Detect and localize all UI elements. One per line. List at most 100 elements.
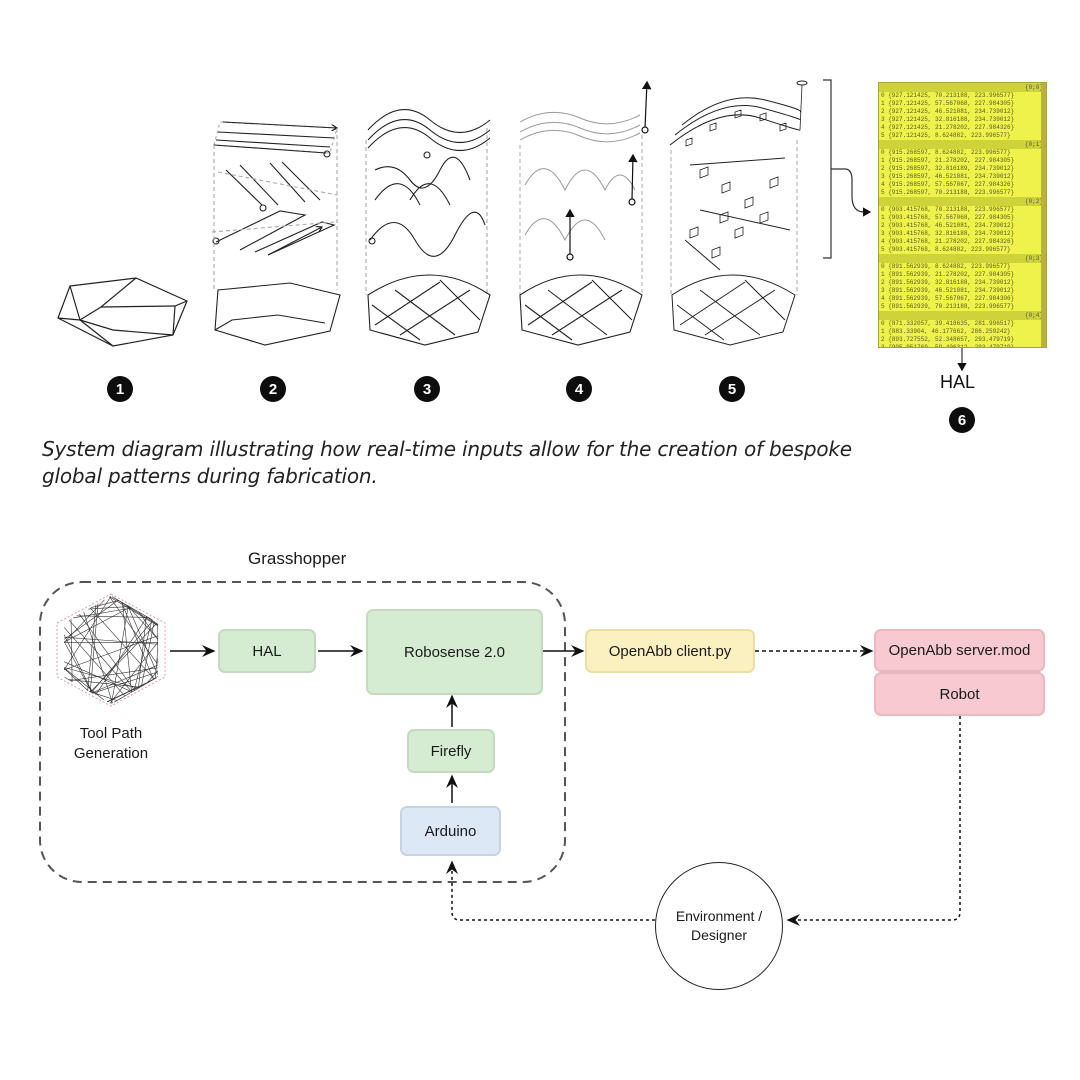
tool-path-line [147,677,157,684]
tool-path-line [63,641,93,694]
panel-row: 2 {915.268597, 32.816189, 234.739012} [881,165,1015,172]
arrow-robot-to-environment [786,716,961,926]
environment-label-line1: Environment / [675,908,763,924]
tool-path-line [106,679,153,702]
panel-row: 1 {891.562939, 21.278202, 227.984305} [881,271,1015,278]
tool-path-line [107,683,147,703]
panel-row: 3 {905.951769, 59.406312, 293.479719} [881,344,1015,348]
panel-row: 5 {915.268597, 70.213188, 223.996577} [881,189,1015,196]
hal-output-label: HAL [940,372,976,392]
hal-node[interactable]: HAL [218,629,316,673]
step-badge-4: 4 [566,376,592,402]
step3-deformed-layers [365,109,491,346]
step-badge-5: 5 [719,376,745,402]
panel-row: 2 {927.121425, 46.521081, 234.739012} [881,108,1015,115]
tool-path-line [122,602,132,693]
bracket-to-panel [823,79,967,372]
tool-path-line [138,616,147,689]
tool-path-line [111,596,158,626]
panel-row: 5 {927.121425, 8.624882, 223.996577} [881,132,1011,139]
tool-path-hexagon [56,593,166,707]
tool-path-line [111,605,129,704]
tool-path-line [127,605,159,675]
tool-path-line [90,622,158,693]
panel-row: 0 {903.415768, 70.213188, 223.996577} [881,206,1015,213]
tool-path-label: Tool Path Generation [50,724,172,764]
figure-caption: System diagram illustrating how real-tim… [42,437,852,488]
environment-designer-node[interactable]: Environment / Designer [655,862,783,990]
tool-path-line [91,664,158,694]
grasshopper-group-title: Grasshopper [248,549,347,568]
tool-path-line [64,627,126,697]
tool-path-line [73,607,132,619]
tool-path-line [76,615,149,618]
panel-group-header: {0;2} [879,197,1046,206]
tool-path-line [146,670,158,684]
panel-row: 5 {903.415768, 8.624882, 223.996577} [881,246,1011,253]
tool-path-line [64,599,119,640]
panel-row: 1 {927.121425, 57.567068, 227.984305} [881,100,1015,107]
tool-path-line [91,620,154,693]
panel-row: 3 {927.121425, 32.816188, 234.739012} [881,116,1015,123]
tool-path-line [64,668,89,692]
step-badge-2: 2 [260,376,286,402]
tool-path-line [88,606,130,610]
hal-target-panel[interactable]: {0;0}0 {927.121425, 70.213188, 223.99657… [878,82,1047,348]
tool-path-line [89,607,155,680]
step2-planar-layers [211,121,341,346]
panel-row: 2 {893.727552, 52.348657, 293.479719} [881,336,1015,343]
step5-robot-targets [669,80,808,346]
robot-node[interactable]: Robot [874,672,1045,716]
panel-row: 1 {903.415768, 57.567068, 227.984305} [881,214,1015,221]
panel-row: 3 {891.562939, 46.521081, 234.739012} [881,287,1015,294]
tool-path-line [63,595,112,670]
tool-path-line [109,596,159,665]
tool-path-line [118,688,138,700]
tool-path-line [89,603,99,693]
panel-row: 2 {903.415768, 46.521081, 234.739012} [881,222,1015,229]
openabb-client-node[interactable]: OpenAbb client.py [585,629,755,673]
tool-path-line [133,619,153,691]
panel-row: 4 {903.415768, 21.278202, 227.984326} [881,238,1015,245]
tool-path-line [121,601,154,680]
panel-row: 4 {891.562939, 57.567067, 227.984306} [881,295,1015,302]
tool-path-line [64,661,133,693]
panel-row: 3 {915.268597, 46.521081, 234.739012} [881,173,1015,180]
tool-path-line [145,615,158,625]
panel-row: 5 {891.562939, 70.213188, 223.996577} [881,303,1015,310]
tool-path-line [70,667,158,681]
tool-path-line [64,599,105,643]
tool-path-line [127,605,158,640]
openabb-server-node[interactable]: OpenAbb server.mod [874,629,1045,672]
panel-group-header: {0;1} [879,140,1046,149]
step1-hex-tray [57,277,188,347]
panel-scrollbar[interactable] [1041,83,1046,347]
panel-row: 1 {915.268597, 21.278202, 227.984305} [881,157,1015,164]
tool-path-line [109,642,159,704]
tool-path-line [109,596,158,626]
tool-path-line [79,614,135,691]
tool-path-line [155,649,159,679]
tool-path-line [138,612,159,640]
arrow-environment-to-arduino [446,860,655,921]
tool-path-line [83,611,113,704]
panel-group-header: {0;4} [879,311,1046,320]
tool-path-line [95,616,148,696]
tool-path-line [64,677,73,682]
tool-path-line [87,604,97,691]
step-badge-6: 6 [949,407,975,433]
panel-row: 2 {891.562939, 32.816188, 234.739012} [881,279,1015,286]
tool-path-line [88,691,118,701]
arduino-node[interactable]: Arduino [400,806,501,856]
robosense-node[interactable]: Robosense 2.0 [366,609,543,695]
firefly-node[interactable]: Firefly [407,729,495,773]
panel-row: 0 {871.332057, 39.418635, 281.996517} [881,320,1015,327]
step-badge-1: 1 [107,376,133,402]
tool-path-line [64,636,158,645]
panel-row: 0 {891.562939, 8.624882, 223.996577} [881,263,1011,270]
tool-path-line [146,675,158,684]
tool-path-line [68,619,133,693]
tool-path-line [114,696,124,703]
tool-path-line [92,671,158,694]
tool-path-line [64,635,158,671]
